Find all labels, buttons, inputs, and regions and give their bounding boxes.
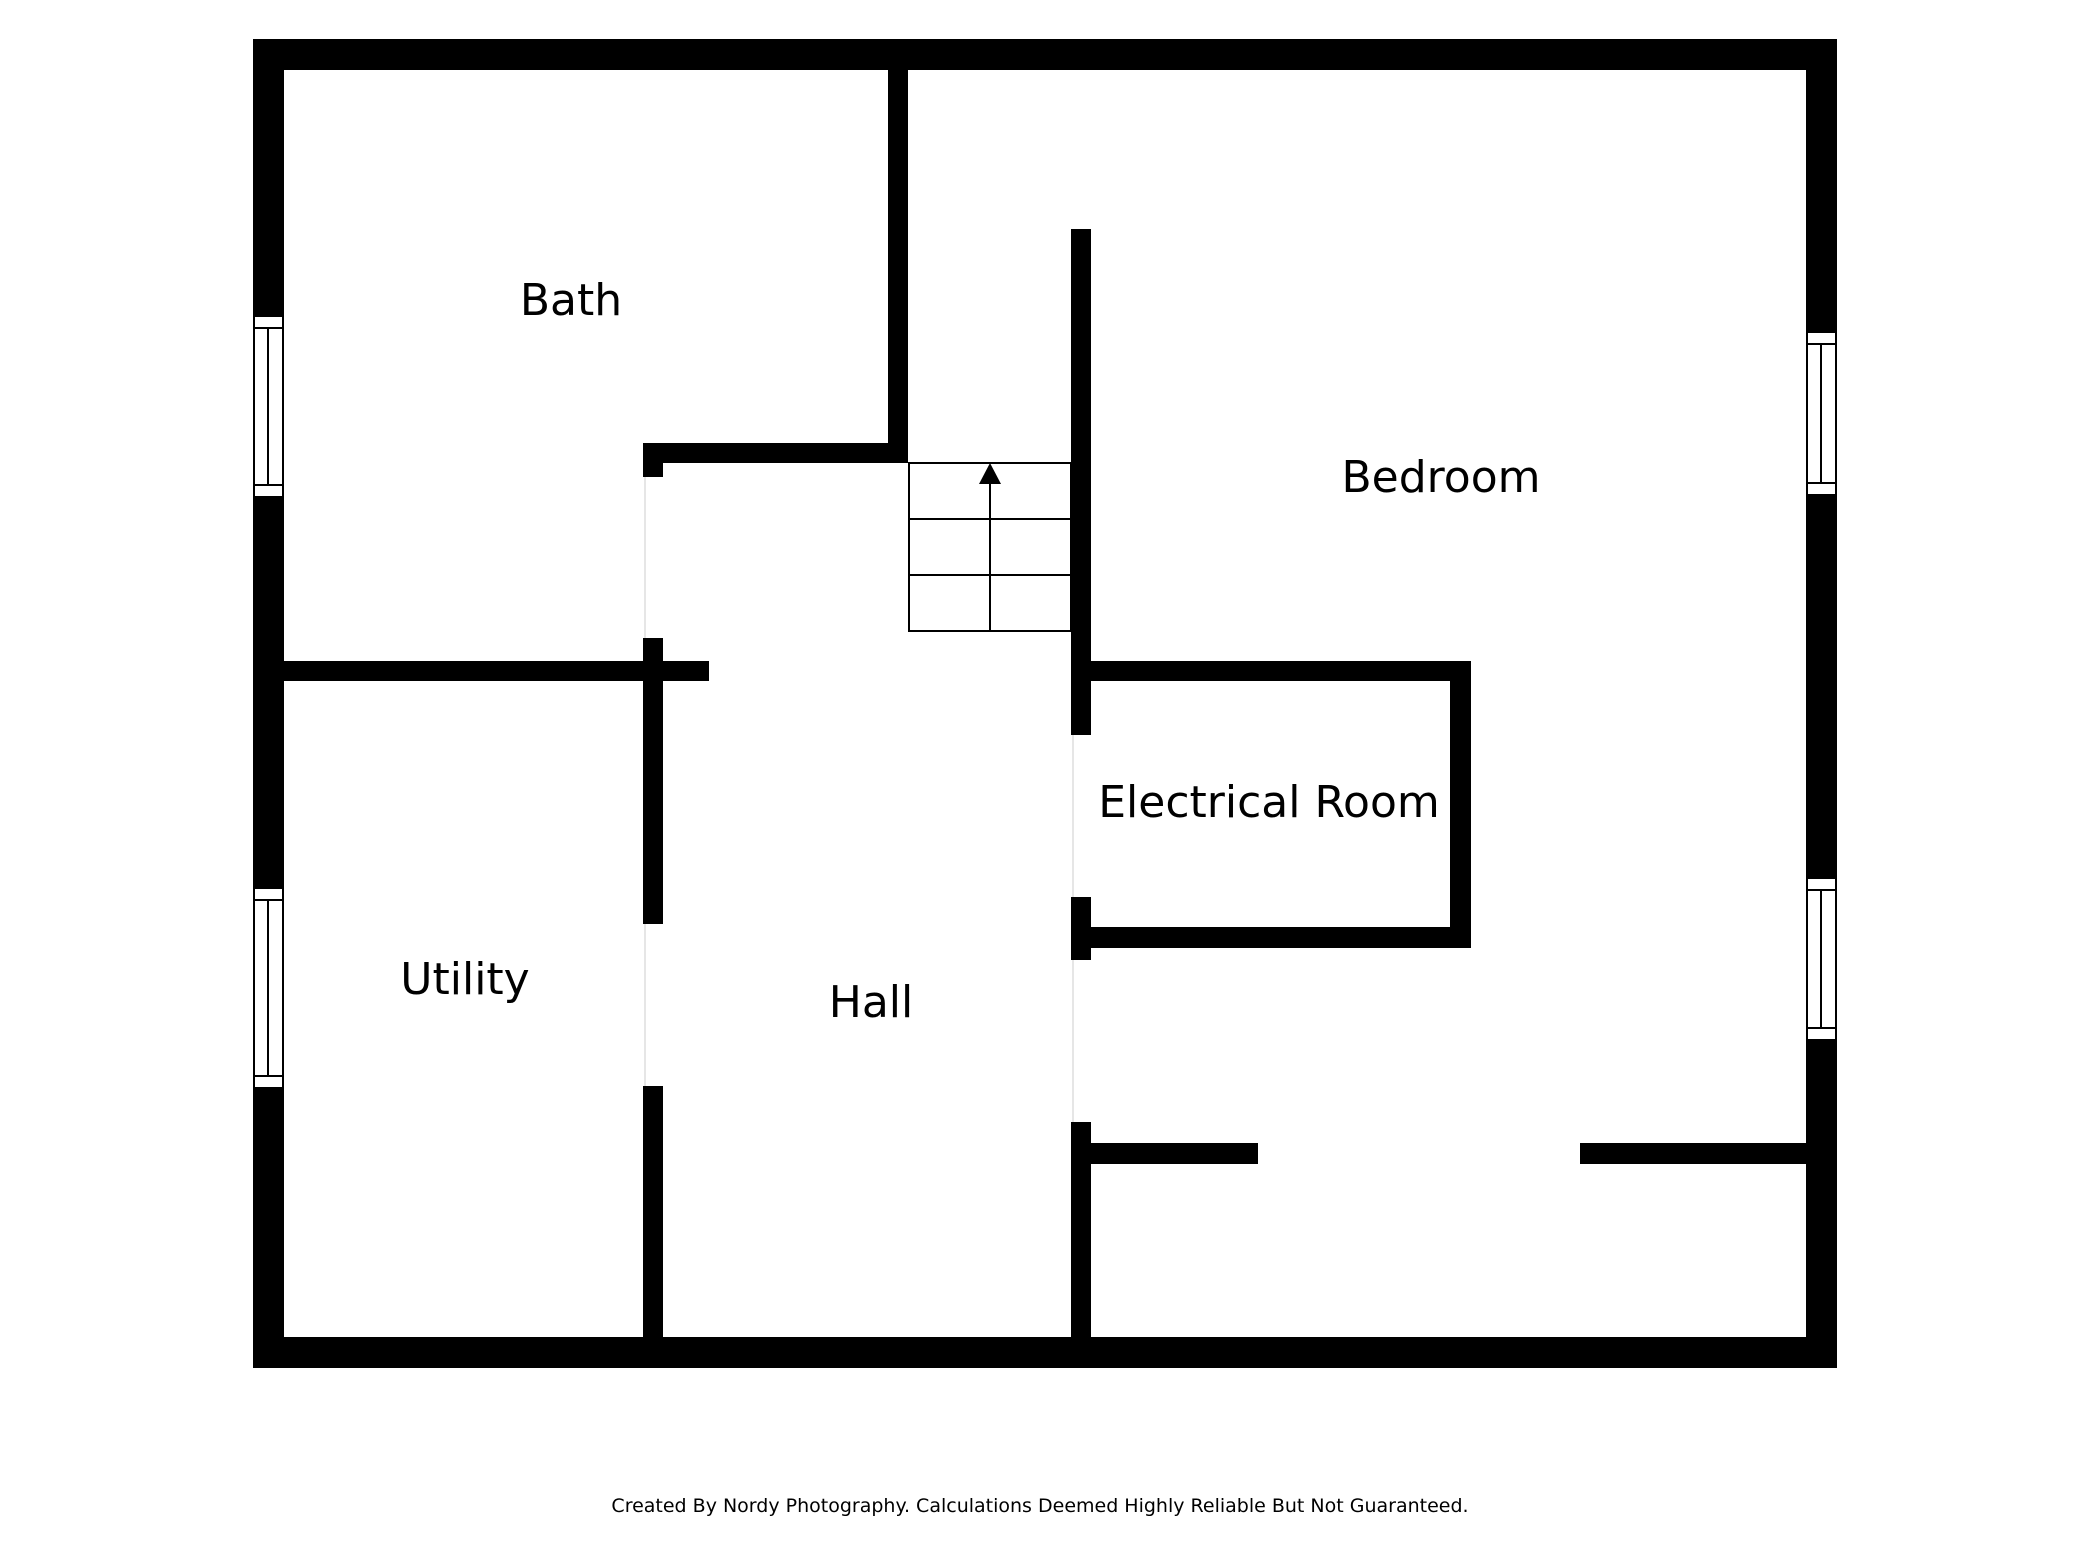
window-utility — [253, 887, 284, 1089]
room-label-utility: Utility — [400, 954, 529, 1005]
room-label-hall: Hall — [829, 977, 914, 1028]
wall-left-middle — [253, 497, 284, 888]
wall-bath-door-jamb — [643, 443, 663, 477]
wall-top — [253, 39, 1837, 70]
wall-right-upper — [1806, 39, 1837, 332]
wall-hall-left-a — [643, 638, 663, 924]
wall-hall-left-b — [643, 1086, 663, 1368]
wall-closet-left — [1071, 1143, 1258, 1164]
room-label-electrical: Electrical Room — [1098, 777, 1440, 828]
wall-bottom — [253, 1337, 1837, 1368]
window-bath — [253, 315, 284, 498]
wall-electrical-bottom — [1071, 927, 1471, 948]
wall-left-upper — [253, 39, 284, 316]
footer-credit: Created By Nordy Photography. Calculatio… — [611, 1495, 1469, 1517]
wall-closet-right — [1580, 1143, 1837, 1164]
wall-electrical-right — [1450, 661, 1471, 948]
wall-bath-right — [888, 39, 908, 462]
room-label-bedroom: Bedroom — [1341, 452, 1540, 503]
wall-bath-utility — [253, 661, 709, 681]
windows — [253, 315, 1837, 1089]
room-label-bath: Bath — [520, 275, 622, 326]
stairs-up-arrow-icon — [979, 463, 1001, 484]
door-openings — [644, 477, 1074, 1122]
wall-left-lower — [253, 1088, 284, 1368]
wall-hall-right-c — [1071, 1122, 1091, 1368]
stairs — [908, 462, 1072, 632]
wall-bath-bottom-stub — [643, 443, 908, 463]
wall-electrical-top — [1071, 661, 1471, 681]
window-bedroom-lower — [1806, 877, 1837, 1041]
walls — [253, 39, 1837, 1368]
wall-right-middle — [1806, 495, 1837, 878]
wall-right-lower — [1806, 1040, 1837, 1368]
window-bedroom-upper — [1806, 331, 1837, 496]
wall-hall-right-a — [1071, 229, 1091, 735]
